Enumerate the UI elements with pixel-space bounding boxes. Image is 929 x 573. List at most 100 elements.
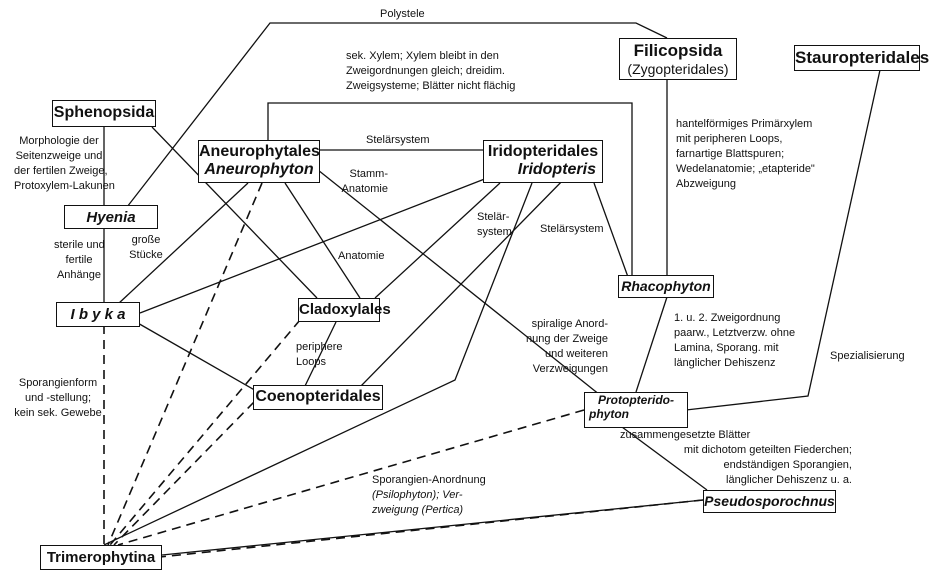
node-pseudosporochnus: Pseudosporochnus <box>703 490 836 513</box>
node-ibyka: I b y k a <box>56 302 140 327</box>
line-sphenopsida-cladoxylales <box>151 126 318 299</box>
trimerophytina-title: Trimerophytina <box>46 549 156 566</box>
filicopsida-title: Filicopsida <box>633 41 723 60</box>
node-coenopteridales: Coenopteridales <box>253 385 383 410</box>
dash-pseudo-trimero <box>159 499 704 558</box>
label-spezialisierung: Spezialisierung <box>830 349 905 364</box>
line-aneuro-protopterido <box>317 169 601 396</box>
sterile-line-1: sterile und <box>54 239 105 251</box>
protopteridophyton-line2: phyton <box>589 406 629 421</box>
sterile-line-2: fertile <box>65 254 93 266</box>
line-irido-rhacophyton <box>593 182 629 278</box>
zweigordnung-line-1: 1. u. 2. Zweigordnung <box>674 312 781 324</box>
coenopteridales-title: Coenopteridales <box>255 388 381 405</box>
label-zweigordnung: 1. u. 2. Zweigordnung paarw., Letztverzw… <box>674 311 795 371</box>
node-sphenopsida: Sphenopsida <box>52 100 156 127</box>
zusammen-line-2: mit dichotom geteilten Fiederchen; <box>683 444 852 456</box>
label-stelarsystem-right2: Stelärsystem <box>540 222 604 237</box>
stelar-right-line-1: Stelär- <box>477 211 510 223</box>
zweigordnung-line-4: länglicher Dehiszenz <box>674 357 776 369</box>
label-periphere: periphere Loops <box>296 340 342 370</box>
sterile-line-3: Anhänge <box>56 269 102 281</box>
label-anatomie: Anatomie <box>338 249 384 264</box>
stelar-right-line-2: system <box>477 226 512 238</box>
spiralige-line-2: nung der Zweige <box>526 333 608 345</box>
label-morphologie: Morphologie der Seitenzweige und der fer… <box>14 134 115 194</box>
node-cladoxylales: Cladoxylales <box>298 298 391 322</box>
label-polystele: Polystele <box>380 7 425 22</box>
line-irido-trimero <box>103 182 533 546</box>
sporangienform-line-2: und -stellung; <box>24 392 92 404</box>
hyenia-title: Hyenia <box>86 209 136 226</box>
zweigordnung-line-2: paarw., Letztverzw. ohne <box>674 327 796 339</box>
hantel-line-3: farnartige Blattspuren; <box>676 148 785 160</box>
dash-cladox-trimero <box>109 319 301 546</box>
label-grosse: große Stücke <box>126 233 166 263</box>
dash-proto-trimero <box>117 409 585 546</box>
line-aneuro-cladoxylales <box>284 182 361 299</box>
iridopteridales-title: Iridopteridales <box>487 143 599 160</box>
line-irido-ibyka <box>139 172 501 314</box>
sporangien-anordnung-line-2: (Psilophyton); Ver- <box>372 489 463 501</box>
ibyka-title: I b y k a <box>70 306 126 323</box>
sporangien-anordnung-line-1: Sporangien-Anordnung <box>372 474 486 486</box>
pseudosporochnus-title: Pseudosporochnus <box>704 493 835 509</box>
dash-coeno-trimero <box>113 401 255 546</box>
morphologie-line-2: Seitenzweige und <box>15 150 103 162</box>
label-hantel: hantelförmiges Primärxylem mit periphere… <box>676 117 815 192</box>
line-coeno-irido <box>359 172 571 388</box>
node-protopteridophyton: Protopterido- phyton <box>584 392 688 428</box>
aneurophyton-genus: Aneurophyton <box>204 161 314 179</box>
hantel-line-5: Abzweigung <box>676 178 736 190</box>
label-stelarsystem-top: Stelärsystem <box>366 133 430 148</box>
zusammen-line-1: zusammengesetzte Blätter <box>620 429 751 441</box>
morphologie-line-4: Protoxylem-Lakunen <box>14 180 115 192</box>
sphenopsida-title: Sphenopsida <box>53 104 155 121</box>
stamm-line-2: Anatomie <box>341 183 388 195</box>
morphologie-line-1: Morphologie der <box>19 135 99 147</box>
line-stauropteridales-proto <box>685 69 881 411</box>
stelarsystem-right2-text: Stelärsystem <box>540 223 604 235</box>
filicopsida-subtitle: (Zygopteridales) <box>627 60 729 77</box>
zweigordnung-line-3: Lamina, Sporang. mit <box>674 342 779 354</box>
spiralige-line-3: und weiteren <box>545 348 608 360</box>
line-aneuro-ibyka <box>117 182 249 305</box>
spezialisierung-text: Spezialisierung <box>830 350 905 362</box>
node-trimerophytina: Trimerophytina <box>40 545 162 570</box>
line-polystele <box>126 22 668 208</box>
label-spiralige: spiralige Anord- nung der Zweige und wei… <box>500 317 608 377</box>
stamm-line-1: Stamm- <box>349 168 389 180</box>
line-irido-cladoxylales <box>374 182 501 299</box>
label-stelar-system-right: Stelär- system <box>477 210 512 240</box>
periphere-line-2: Loops <box>296 356 326 368</box>
dash-aneuro-trimero <box>107 182 263 546</box>
protopteridophyton-line1: Protopterido- <box>598 393 674 407</box>
hantel-line-2: mit peripheren Loops, <box>676 133 783 145</box>
morphologie-line-3: der fertilen Zweige, <box>14 165 108 177</box>
zusammen-line-4: länglicher Dehiszenz u. a. <box>726 474 852 486</box>
spiralige-line-1: spiralige Anord- <box>531 318 608 330</box>
node-hyenia: Hyenia <box>64 205 158 229</box>
sek-xylem-line-2: Zweigordnungen gleich; dreidim. <box>346 65 505 77</box>
line-cladox-coeno <box>304 321 337 387</box>
sek-xylem-line-3: Zweigsysteme; Blätter nicht flächig <box>346 80 516 92</box>
hantel-line-1: hantelförmiges Primärxylem <box>676 118 813 130</box>
node-stauropteridales: Stauropteridales <box>794 45 929 71</box>
label-stamm-anatomie: Stamm- Anatomie <box>332 167 388 197</box>
label-sporangien-anordnung: Sporangien-Anordnung (Psilophyton); Ver-… <box>372 473 486 518</box>
aneurophytales-title: Aneurophytales <box>199 143 320 160</box>
node-iridopteridales: Iridopteridales Iridopteris <box>483 140 603 183</box>
grosse-line-1: große <box>131 234 161 246</box>
stauropteridales-title: Stauropteridales <box>795 48 929 67</box>
zusammen-line-3: endständigen Sporangien, <box>723 459 852 471</box>
cladoxylales-title: Cladoxylales <box>299 301 391 318</box>
anatomie-text: Anatomie <box>338 250 385 262</box>
sporangienform-line-3: kein sek. Gewebe <box>14 407 102 419</box>
spiralige-line-4: Verzweigungen <box>532 363 608 375</box>
line-rhacophyton-proto <box>635 296 668 393</box>
label-sterile: sterile und fertile Anhänge <box>54 238 105 283</box>
polystele-text: Polystele <box>380 8 425 20</box>
sporangien-anordnung-line-3: zweigung (Pertica) <box>372 504 464 516</box>
